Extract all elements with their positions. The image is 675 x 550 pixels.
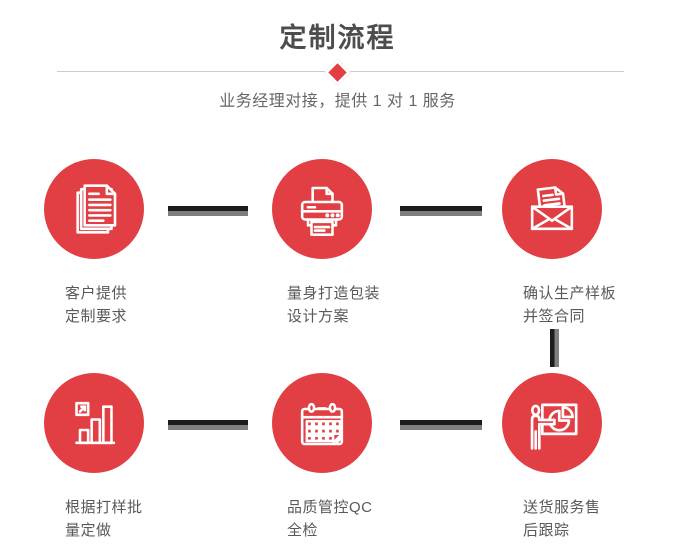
step-label-3: 确认生产样板 并签合同 xyxy=(523,282,616,328)
calendar-icon xyxy=(300,402,344,446)
step-label-line: 后跟踪 xyxy=(523,522,570,539)
step-label-line: 品质管控QC xyxy=(287,499,373,516)
step-label-2: 量身打造包装 设计方案 xyxy=(287,282,380,328)
envelope-icon xyxy=(530,186,574,231)
step-label-line: 客户提供 xyxy=(65,285,128,302)
step-label-5: 品质管控QC 全检 xyxy=(287,496,373,542)
step-label-6: 送货服务售 后跟踪 xyxy=(523,496,601,542)
step-label-line: 送货服务售 xyxy=(523,499,601,516)
step-label-line: 根据打样批 xyxy=(65,499,143,516)
step-label-line: 并签合同 xyxy=(523,308,586,325)
bar-chart-icon xyxy=(75,401,116,445)
connector-step3-step6 xyxy=(550,329,559,367)
step-label-line: 量定做 xyxy=(65,522,112,539)
page-title: 定制流程 xyxy=(279,23,396,53)
connector-step4-step5 xyxy=(168,420,248,430)
step-label-1: 客户提供 定制要求 xyxy=(65,282,127,328)
step-circle-5 xyxy=(272,373,372,473)
connector-step5-step6 xyxy=(400,420,482,430)
step-circle-6 xyxy=(502,373,602,473)
printer-icon xyxy=(300,186,344,236)
step-label-line: 全检 xyxy=(287,522,319,539)
documents-icon xyxy=(76,184,117,234)
step-label-line: 定制要求 xyxy=(65,308,128,325)
step-circle-2 xyxy=(272,159,372,259)
connector-step2-step3 xyxy=(400,206,482,216)
step-label-line: 量身打造包装 xyxy=(287,285,381,302)
connector-step1-step2 xyxy=(168,206,248,216)
presentation-icon xyxy=(530,403,578,450)
diamond-icon xyxy=(324,59,351,86)
step-circle-4 xyxy=(44,373,144,473)
page-subtitle: 业务经理对接，提供 1 对 1 服务 xyxy=(219,93,456,110)
step-label-line: 确认生产样板 xyxy=(523,285,617,302)
step-circle-3 xyxy=(502,159,602,259)
step-circle-1 xyxy=(44,159,144,259)
step-label-line: 设计方案 xyxy=(287,308,350,325)
step-label-4: 根据打样批 量定做 xyxy=(65,496,143,542)
